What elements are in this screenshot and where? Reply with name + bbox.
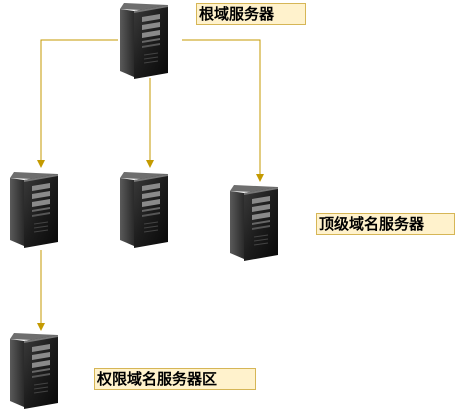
left-server-icon [9, 171, 59, 249]
connector-root-to-tld [182, 39, 264, 182]
connector-root-to-left [37, 39, 118, 168]
authoritative-zone-label: 权限域名服务器区 [94, 368, 256, 390]
tld-server-label: 顶级域名服务器 [316, 213, 455, 235]
authoritative-server-icon [9, 332, 59, 410]
tld-server-icon [229, 184, 279, 262]
middle-server-icon [119, 171, 169, 249]
root-server-label: 根域服务器 [196, 3, 306, 25]
root-server-icon [119, 2, 169, 80]
